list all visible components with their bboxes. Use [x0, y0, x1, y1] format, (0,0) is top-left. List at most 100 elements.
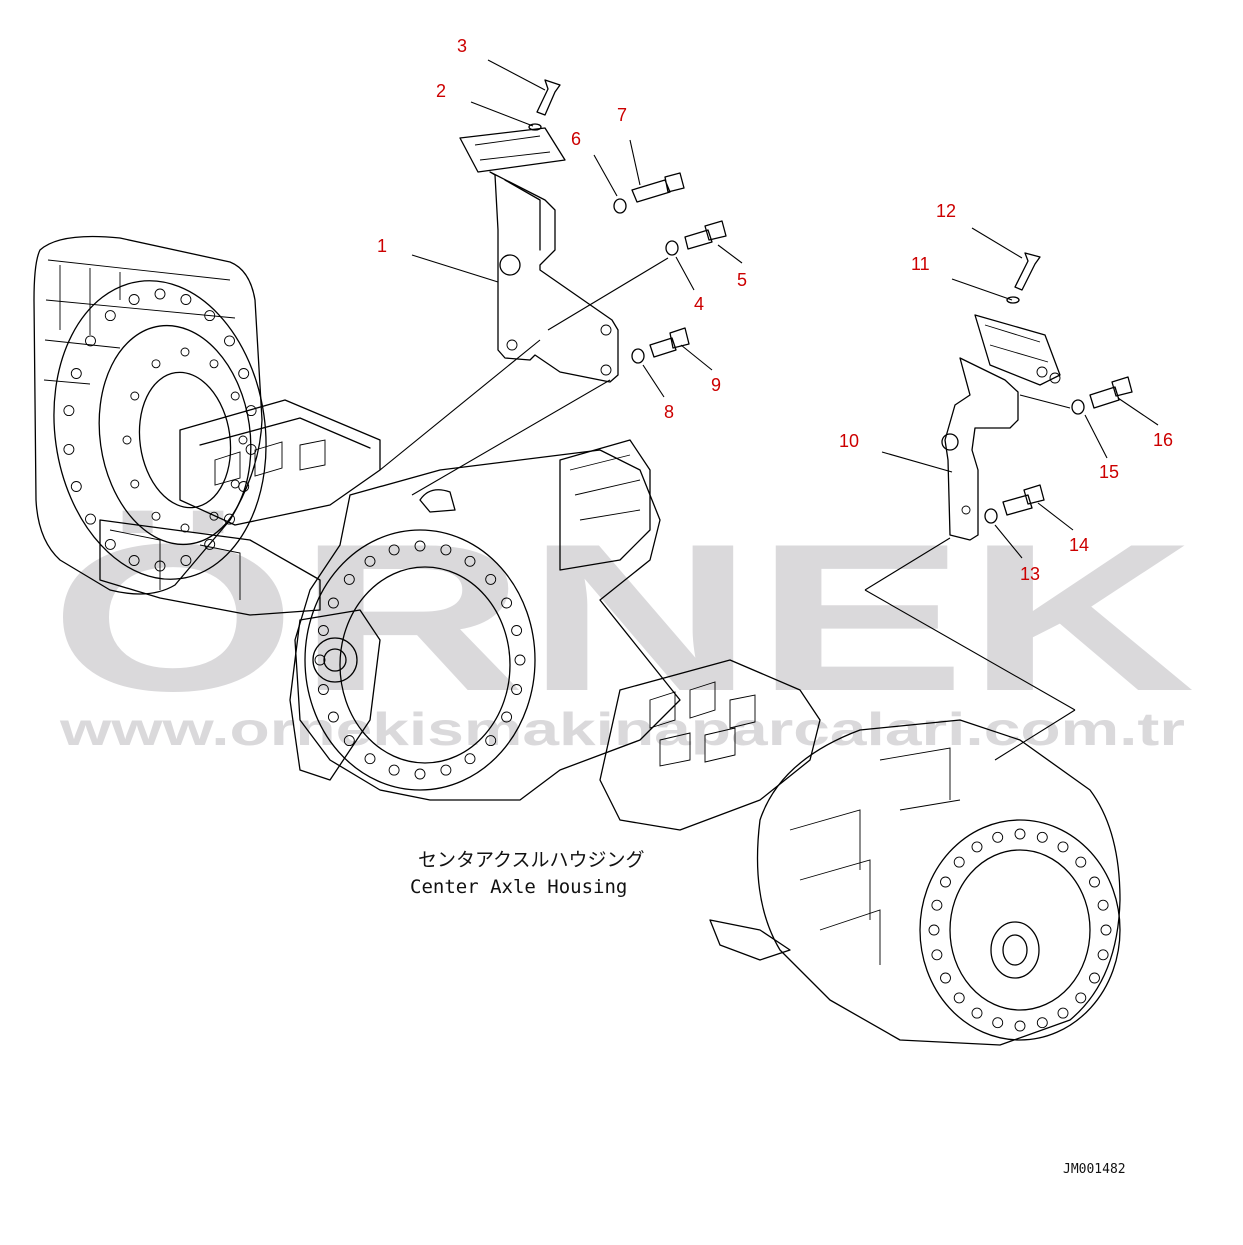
bolt-head [364, 555, 376, 567]
callout-1: 1 [377, 236, 387, 256]
bolt-head [343, 573, 355, 585]
callout-labels: 1 2 3 4 5 6 7 8 9 10 11 12 13 14 15 16 [377, 36, 1173, 584]
bolt-head [130, 391, 140, 401]
bolt-head [953, 856, 965, 868]
left-axle-tube [99, 399, 381, 616]
bolt-head [992, 831, 1004, 843]
bolt-head [85, 335, 96, 347]
bolt-head [501, 597, 513, 609]
caption-japanese: センタアクスルハウジング [418, 849, 644, 871]
bolt-head [514, 654, 526, 666]
callout-5: 5 [737, 270, 747, 290]
bolt-head [151, 511, 161, 521]
bolt-head [1057, 841, 1069, 853]
bolt-head [154, 288, 166, 300]
bolt-head [85, 513, 96, 525]
bolt-head [464, 555, 476, 567]
bolt-head [485, 735, 497, 747]
bolt-head [388, 544, 400, 556]
bolt-head [128, 294, 140, 305]
bolt-head [414, 768, 426, 780]
bolt-head [1014, 828, 1026, 840]
bolt-head [511, 625, 523, 636]
callout-6: 6 [571, 129, 581, 149]
bolt-head [204, 538, 216, 550]
bolt-head [180, 347, 190, 357]
bolt-head [104, 310, 116, 322]
bolt-head [1036, 1017, 1048, 1029]
bolt-head [992, 1017, 1004, 1029]
bolt-head [151, 359, 161, 369]
bolt-head [70, 368, 82, 379]
bolt-head [130, 479, 140, 489]
bolt-head [940, 876, 951, 888]
bolt-head [209, 359, 219, 369]
callout-15: 15 [1099, 462, 1119, 482]
captions: センタアクスルハウジング Center Axle Housing JM00148… [410, 849, 1126, 1177]
bolt-head [230, 391, 240, 401]
bolt-head [327, 597, 339, 609]
bolt-head [1089, 876, 1100, 888]
right-axle-tube [599, 659, 821, 961]
callout-2: 2 [436, 81, 446, 101]
bolt-head [931, 949, 943, 961]
bolt-head [1100, 924, 1112, 936]
bolt-head [1075, 856, 1087, 868]
leader-lines [379, 59, 1159, 761]
bracket-assembly-right [941, 252, 1133, 541]
bolt-head [1057, 1007, 1069, 1019]
bolt-head [204, 310, 216, 322]
bolt-head [931, 899, 943, 911]
bolt-head [180, 523, 190, 533]
callout-11: 11 [911, 254, 930, 274]
bolt-head [224, 335, 235, 347]
callout-9: 9 [711, 375, 721, 395]
bolt-head [440, 764, 452, 776]
bolt-head [238, 368, 250, 379]
callout-8: 8 [664, 402, 674, 422]
bolt-head [1036, 831, 1048, 843]
bolt-head [414, 540, 426, 552]
bolt-head [1089, 972, 1100, 984]
callout-3: 3 [457, 36, 467, 56]
callout-10: 10 [839, 431, 859, 451]
bolt-head [104, 538, 116, 550]
bolt-head [464, 753, 476, 765]
bolt-head [971, 1007, 983, 1019]
bolt-head [440, 544, 452, 556]
left-final-drive [33, 235, 267, 595]
watermark: ÖRNEK www.ornekismakinaparcalari.com.tr [50, 500, 1195, 755]
bolt-head [511, 684, 523, 695]
bolt-head [1075, 992, 1087, 1004]
bolt-head [224, 513, 235, 525]
callout-4: 4 [694, 294, 704, 314]
bolt-head [485, 573, 497, 585]
callout-7: 7 [617, 105, 627, 125]
bolt-head [364, 753, 376, 765]
bolt-head [209, 511, 219, 521]
bolt-head [128, 555, 140, 566]
bracket-assembly-left [459, 79, 727, 383]
callout-16: 16 [1153, 430, 1173, 450]
bolt-head [928, 924, 940, 936]
bolt-head [1097, 949, 1109, 961]
bolt-head [343, 735, 355, 747]
bolt-head [327, 711, 339, 723]
bolt-head [1014, 1020, 1026, 1032]
right-final-drive [756, 719, 1121, 1046]
bolt-head [317, 684, 329, 695]
bolt-head [63, 405, 75, 417]
bolt-head [971, 841, 983, 853]
bolt-head [122, 435, 132, 445]
bolt-head [180, 555, 192, 566]
callout-14: 14 [1069, 535, 1089, 555]
bolt-head [63, 443, 75, 455]
bolt-head [317, 625, 329, 636]
bolt-head [238, 435, 248, 445]
bolt-head [70, 481, 82, 492]
watermark-brand: ÖRNEK [50, 500, 1195, 735]
bolt-head [314, 654, 326, 666]
bolt-head [953, 992, 965, 1004]
